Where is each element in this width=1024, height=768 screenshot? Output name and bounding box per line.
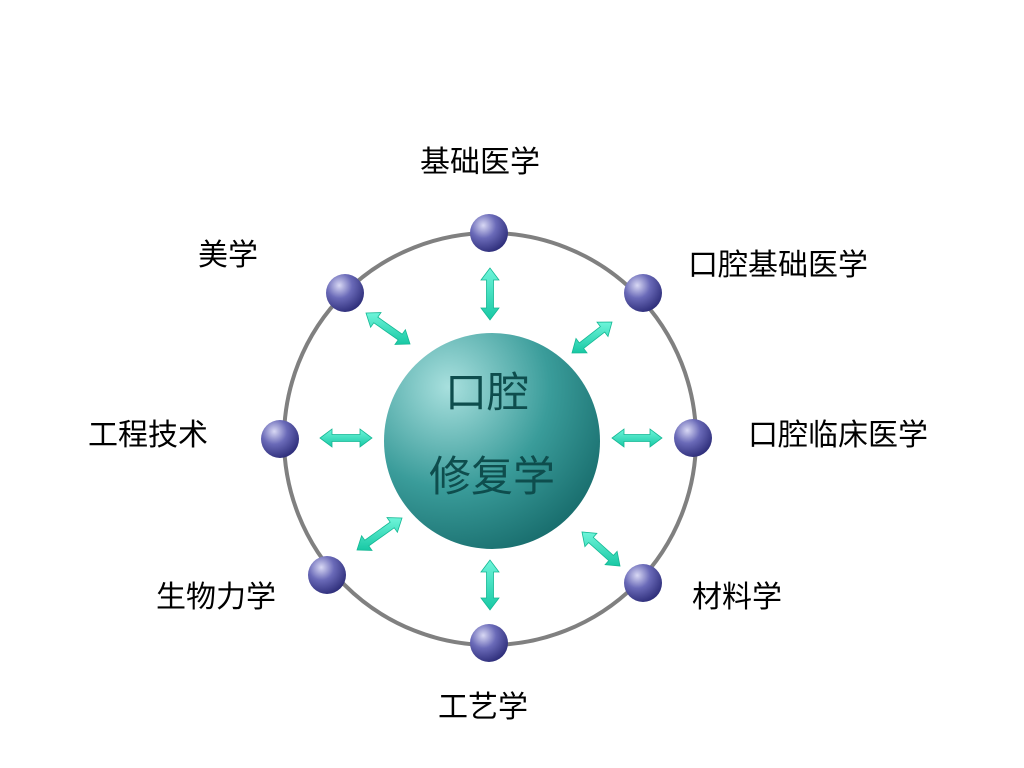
arrow-right [611,428,663,448]
label-bottom-left: 生物力学 [156,580,276,615]
node-top [470,214,508,252]
label-left: 工程技术 [88,418,208,453]
arrow-bottom-right [581,531,621,567]
label-top-right: 口腔基础医学 [688,248,868,283]
center-circle [384,333,600,549]
arrow-bottom [480,559,500,611]
label-bottom: 工艺学 [438,690,528,725]
label-bottom-right: 材料学 [692,580,782,615]
node-bottom [470,624,508,662]
node-top-right [624,274,662,312]
arrow-top-right [571,321,613,354]
center-title-line1: 口腔 [444,368,529,417]
label-top: 基础医学 [420,145,540,180]
label-right: 口腔临床医学 [748,418,928,453]
arrow-bottom-left [356,517,403,551]
arrow-top [480,267,500,321]
label-top-left: 美学 [198,238,258,273]
arrow-top-left [365,312,411,345]
node-right [674,419,712,457]
node-bottom-left [308,556,346,594]
center-title-line2: 修复学 [428,452,555,501]
node-left [261,420,299,458]
node-top-left [326,274,364,312]
node-bottom-right [624,564,662,602]
arrow-left [319,428,373,448]
